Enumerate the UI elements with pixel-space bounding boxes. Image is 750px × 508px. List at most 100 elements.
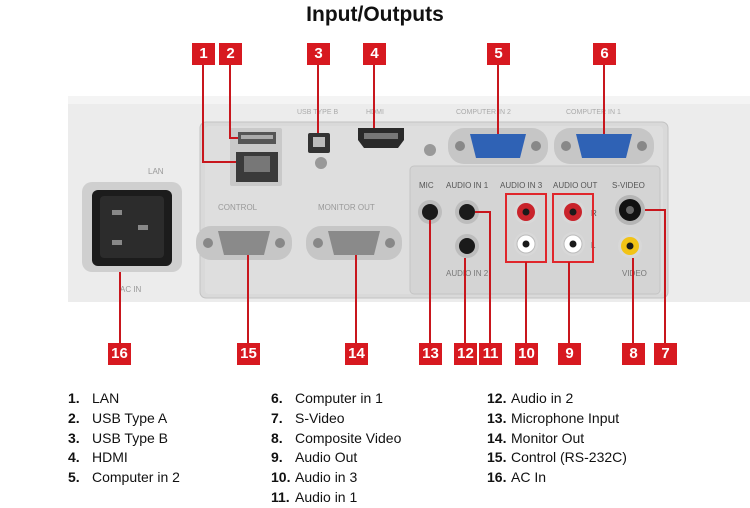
legend-number: 10. [271,469,291,486]
legend-item: 12.Audio in 2 [487,389,627,409]
legend-number: 4. [68,449,80,466]
legend-label: Composite Video [295,429,402,446]
callout-2: 2 [219,43,242,65]
label-audio-in-3: AUDIO IN 3 [500,181,543,190]
label-mic: MIC [419,181,434,190]
vga-port-computer-in-2 [470,134,526,158]
legend-label: Microphone Input [511,409,620,426]
legend-label: Audio in 3 [295,469,358,486]
page-title: Input/Outputs [306,3,444,26]
legend-number: 7. [271,409,283,426]
line-7 [645,209,666,343]
label-computer-in-1: COMPUTER IN 1 [566,109,621,116]
legend-number: 13. [487,409,507,426]
audio-in-1-jack [459,204,475,220]
callout-8: 8 [622,343,645,365]
line-11 [475,211,491,343]
legend-label: HDMI [92,449,128,466]
mic-jack [422,204,438,220]
legend-item: 2. USB Type A [68,409,180,429]
audio-out-r-jack [569,208,577,216]
label-audio-in-2: AUDIO IN 2 [446,269,489,278]
callout-5: 5 [487,43,510,65]
legend-number: 12. [487,390,507,406]
legend-label: LAN [92,390,120,406]
audio-in-3-r-jack [522,208,530,216]
audio-in-3-l-jack [522,240,530,248]
legend-item: 9. Audio Out [271,448,401,468]
audio-out-l-jack [569,240,577,248]
callout-9: 9 [558,343,581,365]
legend-item: 11. Audio in 1 [271,488,401,508]
line-2 [229,64,238,139]
legend-number: 14. [487,429,507,446]
label-computer-in-2: COMPUTER IN 2 [456,109,511,116]
callout-6: 6 [593,43,616,65]
legend-item: 5. Computer in 2 [68,468,180,488]
legend-item: 3. USB Type B [68,429,180,449]
legend-label: Computer in 1 [295,390,383,406]
callout-15: 15 [237,343,260,365]
legend-number: 8. [271,429,283,446]
callout-10: 10 [515,343,538,365]
legend-number: 16. [487,469,507,486]
rs232c-port [218,231,270,255]
legend-item: 13.Microphone Input [487,409,627,429]
callout-14: 14 [345,343,368,365]
callout-4: 4 [363,43,386,65]
legend-number: 3. [68,429,80,446]
callout-lines [119,64,666,343]
legend-label: Audio Out [295,449,358,466]
label-audio-in-1: AUDIO IN 1 [446,181,489,190]
label-ac-in: AC IN [120,285,142,294]
legend-label: Control (RS-232C) [511,449,627,466]
audio-out-highlight [552,193,594,263]
audio-in-2-jack [459,238,475,254]
legend-label: USB Type A [92,409,168,426]
label-monitor-out: MONITOR OUT [318,203,375,212]
legend-number: 2. [68,409,80,426]
legend-item: 16.AC In [487,468,627,488]
callout-16: 16 [108,343,131,365]
legend-item: 7. S-Video [271,409,401,429]
label-video: VIDEO [622,269,647,278]
composite-video-jack [626,242,634,250]
callout-13: 13 [419,343,442,365]
callout-7: 7 [654,343,677,365]
legend-column-1: 1. LAN 2. USB Type A 3. USB Type B 4. HDMI 5… [68,389,180,488]
callout-1: 1 [192,43,215,65]
label-control: CONTROL [218,203,258,212]
legend-label: Computer in 2 [92,469,180,486]
legend-column-3: 12.Audio in 2 13.Microphone Input 14.Mon… [487,389,627,488]
legend-item: 14.Monitor Out [487,429,627,449]
label-s-video: S-VIDEO [612,181,645,190]
monitor-out-port [328,231,380,255]
line-1 [202,64,236,163]
legend-item: 15.Control (RS-232C) [487,448,627,468]
legend-item: 8. Composite Video [271,429,401,449]
legend-item: 4. HDMI [68,448,180,468]
legend-number: 15. [487,449,507,466]
legend-number: 9. [271,449,283,466]
legend-label: Audio in 1 [295,488,358,505]
legend-number: 5. [68,469,80,486]
label-audio-out: AUDIO OUT [553,181,598,190]
callout-3: 3 [307,43,330,65]
legend-label: AC In [511,469,547,486]
legend-item: 1. LAN [68,389,180,409]
legend-label: Monitor Out [511,429,585,446]
callout-12: 12 [454,343,477,365]
legend-item: 10.Audio in 3 [271,468,401,488]
legend-column-2: 6. Computer in 1 7. S-Video 8. Composite Vi… [271,389,401,508]
legend-label: S-Video [295,409,345,426]
callout-11: 11 [479,343,502,365]
legend-label: USB Type B [92,429,169,446]
legend-number: 1. [68,390,80,406]
legend-number: 6. [271,390,283,406]
vga-port-computer-in-1 [576,134,632,158]
label-lan: LAN [148,167,164,176]
legend-label: Audio in 2 [511,390,574,406]
legend-item: 6. Computer in 1 [271,389,401,409]
legend-number: 11. [271,488,290,505]
